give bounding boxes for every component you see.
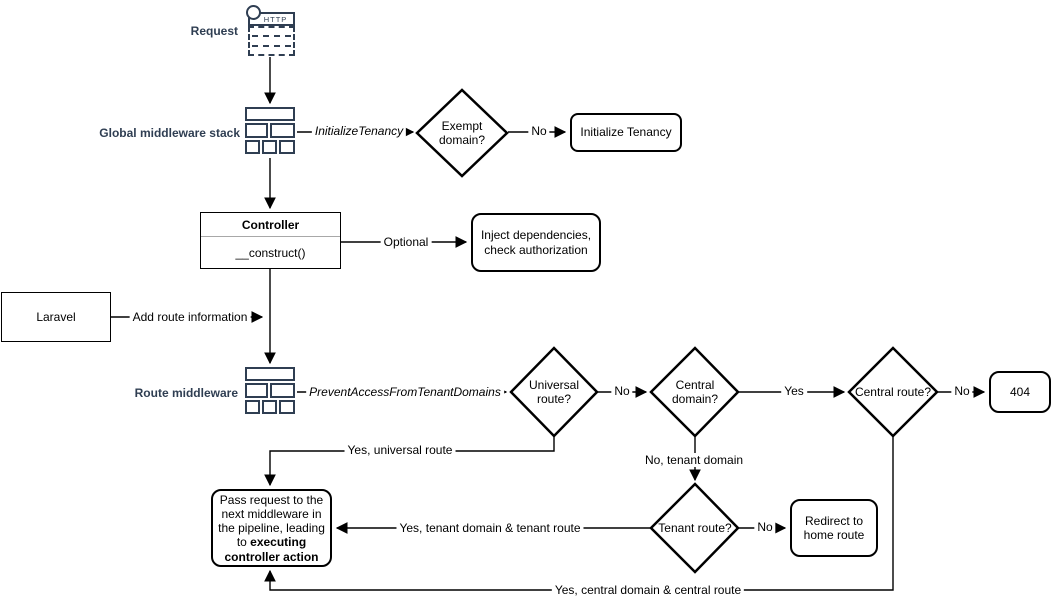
initialize-tenancy-box: Initialize Tenancy [570, 113, 682, 152]
edge-label-optional: Optional [380, 235, 432, 249]
pass-request-box: Pass request to the next middleware in t… [211, 489, 332, 567]
stack-cell [279, 400, 295, 414]
central-domain-label: Central domain? [671, 377, 719, 406]
diamond-exempt-domain [415, 88, 509, 178]
edge-label-universal-no: No [611, 384, 633, 398]
edge-label-prevent-access-class: PreventAccessFromTenantDomains [306, 385, 504, 399]
universal-route-label: Universal route? [528, 377, 579, 406]
stack-cell [262, 400, 277, 414]
edge-label-yes-universal-route: Yes, universal route [344, 443, 456, 457]
stack-cell [270, 383, 295, 398]
edge-label-exempt-no: No [528, 124, 550, 138]
edge-label-add-route-information: Add route information [129, 310, 251, 324]
dashed-line [252, 35, 291, 37]
pass-request-bold-text: executing controller action [224, 535, 319, 564]
request-payload-icon [248, 26, 295, 56]
diamond-universal-route [509, 346, 599, 438]
edge-label-central-route-no: No [951, 384, 973, 398]
stack-cell [270, 123, 295, 138]
controller-title: Controller [201, 213, 340, 237]
tenant-route-label: Tenant route? [658, 520, 732, 535]
request-circle-icon [246, 5, 261, 20]
laravel-box: Laravel [1, 292, 111, 342]
diamond-central-route [847, 346, 939, 438]
stack-cell [245, 383, 268, 398]
http-request-icon: HTTP [245, 4, 297, 57]
route-middleware-label: Route middleware [134, 386, 238, 400]
stack-cell [245, 400, 260, 414]
edge-label-tenant-no: No [754, 520, 776, 534]
exempt-domain-label: Exempt domain? [438, 118, 486, 147]
http-badge-label: HTTP [263, 14, 288, 24]
central-route-label: Central route? [854, 384, 932, 399]
dashed-line [252, 45, 291, 47]
redirect-home-box: Redirect to home route [790, 499, 878, 557]
global-middleware-stack-icon [245, 107, 295, 157]
edge-label-initialize-tenancy-class: InitializeTenancy [311, 124, 407, 138]
stack-cell [245, 140, 260, 154]
edge-label-yes-central-domain-route: Yes, central domain & central route [551, 583, 745, 597]
controller-box: Controller __construct() [200, 212, 341, 269]
stack-cell [245, 123, 268, 138]
controller-construct-method: __construct() [235, 245, 306, 260]
route-middleware-icon [245, 367, 295, 417]
diamond-tenant-route [649, 482, 740, 574]
global-middleware-stack-label: Global middleware stack [99, 126, 240, 140]
stack-cell [279, 140, 295, 154]
request-label: Request [190, 24, 238, 38]
stack-cell [245, 107, 295, 121]
edge-label-yes-tenant-domain-route: Yes, tenant domain & tenant route [396, 521, 584, 535]
edge-label-no-tenant-domain: No, tenant domain [641, 453, 747, 467]
diamond-central-domain [649, 346, 740, 438]
edge-label-central-domain-yes: Yes [781, 384, 807, 398]
inject-dependencies-box: Inject dependencies, check authorization [471, 213, 601, 272]
pass-request-text: Pass request to the next middleware in t… [218, 493, 325, 550]
error-404-box: 404 [989, 371, 1051, 413]
stack-cell [262, 140, 277, 154]
stack-cell [245, 367, 295, 381]
